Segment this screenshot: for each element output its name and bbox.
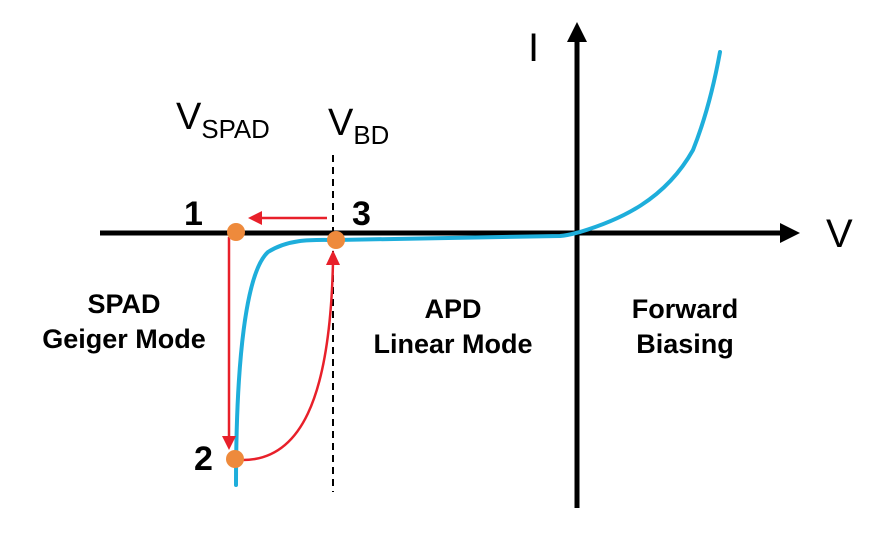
point-3-label: 3 <box>352 195 371 233</box>
point-3-marker <box>327 231 345 249</box>
region-apd-line2: Linear Mode <box>373 329 533 360</box>
iv-curve <box>234 50 722 487</box>
x-axis-arrowhead-icon <box>780 223 800 243</box>
y-axis-arrowhead-icon <box>567 22 587 42</box>
point-2-label: 2 <box>194 440 213 478</box>
arrow-3-to-1-head-icon <box>248 211 262 225</box>
region-apd-line1: APD <box>424 294 482 324</box>
arrow-2-to-3-head-icon <box>326 250 340 265</box>
region-forward-biasing-label: Forward Biasing <box>600 292 770 362</box>
region-apd-linear-label: APD Linear Mode <box>348 292 558 362</box>
arrow-1-to-2-head-icon <box>222 436 236 450</box>
v-bd-label: VBD <box>328 102 390 151</box>
point-2-marker <box>226 450 244 468</box>
region-spad-line1: SPAD <box>87 289 161 319</box>
x-axis-label: V <box>826 212 853 256</box>
region-spad-line2: Geiger Mode <box>42 324 206 355</box>
region-forward-line1: Forward <box>631 294 739 324</box>
y-axis-label: I <box>528 26 540 70</box>
v-spad-label: VSPAD <box>176 96 270 145</box>
arrow-2-to-3 <box>239 261 335 462</box>
region-forward-line2: Biasing <box>636 329 734 360</box>
point-1-marker <box>227 223 245 241</box>
region-spad-geiger-label: SPAD Geiger Mode <box>18 287 230 357</box>
point-1-label: 1 <box>184 195 203 233</box>
